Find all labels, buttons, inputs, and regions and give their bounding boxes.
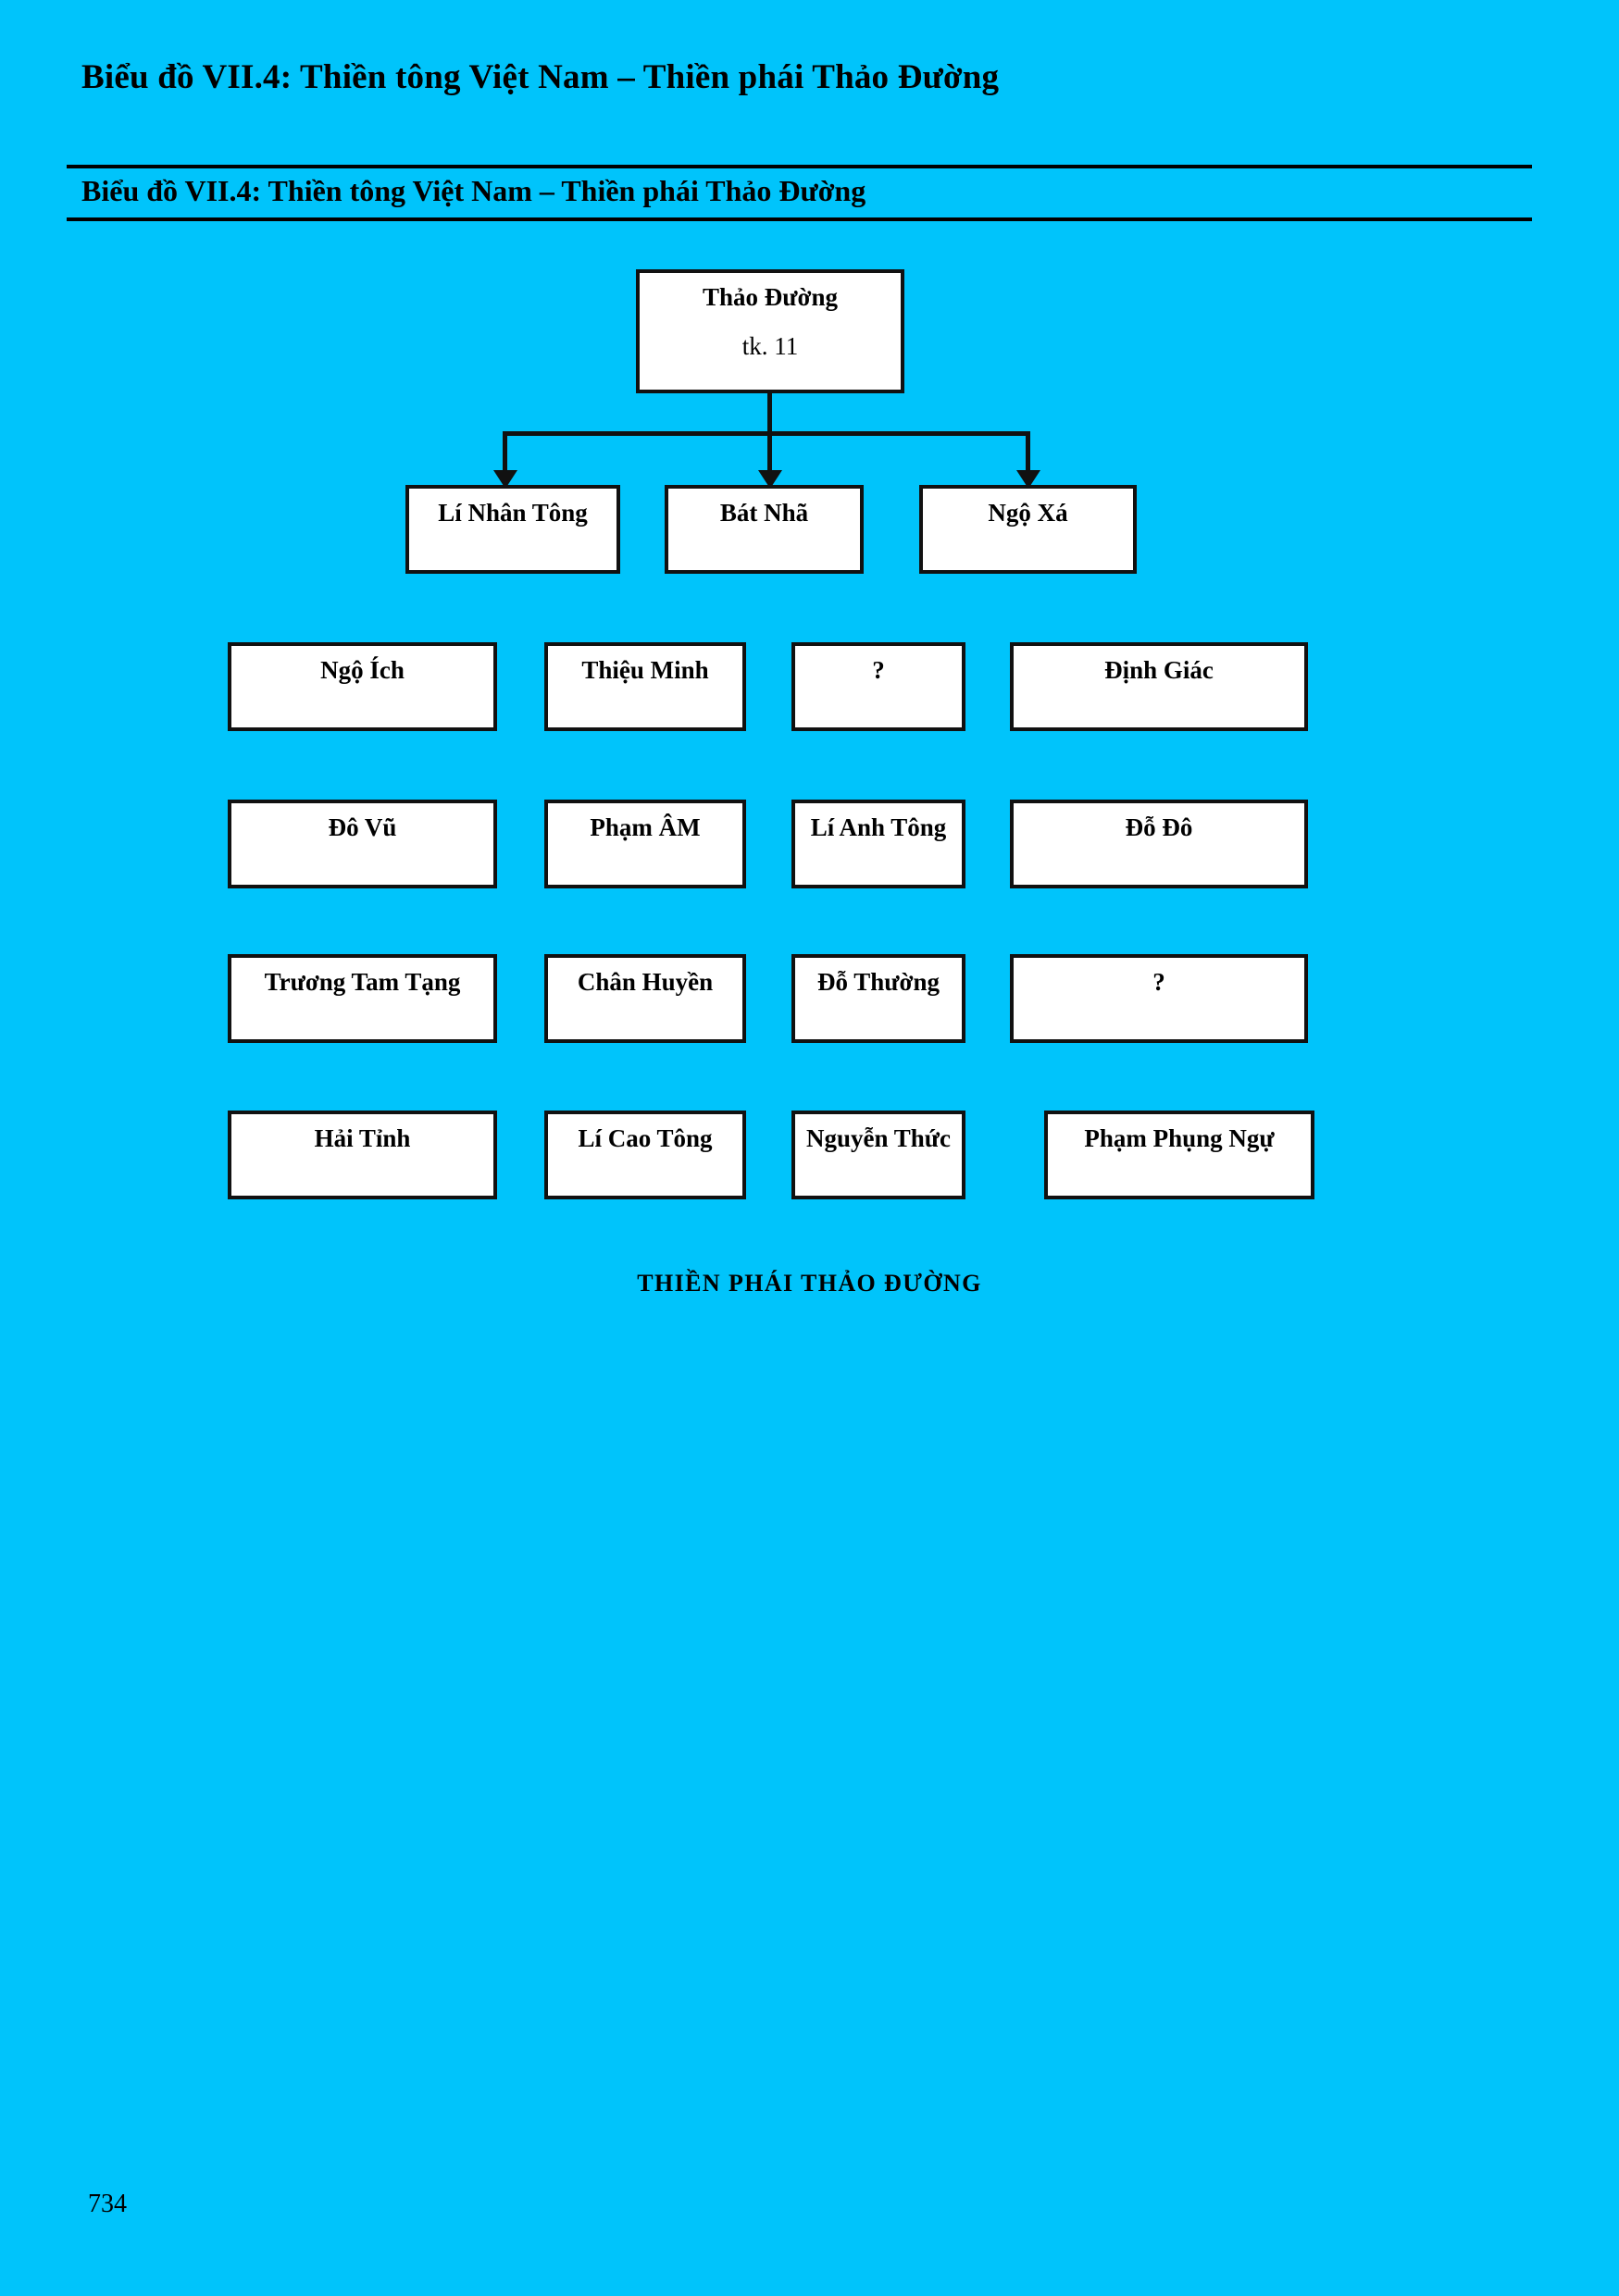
node-label: Lí Cao Tông — [578, 1124, 713, 1152]
node-g3-c1[interactable]: Đô Vũ — [228, 800, 497, 888]
node-g5-c1[interactable]: Hải Tỉnh — [228, 1111, 497, 1199]
node-g3-c3[interactable]: Lí Anh Tông — [791, 800, 965, 888]
node-label: Định Giác — [1104, 656, 1214, 684]
node-g2-c3[interactable]: ? — [791, 642, 965, 731]
connector-root-stem — [767, 393, 772, 434]
node-g4-c2[interactable]: Chân Huyền — [544, 954, 746, 1043]
connector-drop-1 — [503, 431, 507, 473]
node-label: Chân Huyền — [577, 968, 714, 996]
node-g5-c2[interactable]: Lí Cao Tông — [544, 1111, 746, 1199]
node-g5-c4[interactable]: Phạm Phụng Ngự — [1044, 1111, 1314, 1199]
node-g4-c3[interactable]: Đỗ Thường — [791, 954, 965, 1043]
node-g5-c3[interactable]: Nguyễn Thức — [791, 1111, 965, 1199]
node-g1-c2[interactable]: Bát Nhã — [665, 485, 864, 574]
node-g2-c1[interactable]: Ngộ Ích — [228, 642, 497, 731]
node-label: Thiệu Minh — [581, 656, 709, 684]
node-label: Phạm ÂM — [590, 813, 701, 841]
node-label: Ngộ Xá — [988, 499, 1068, 527]
node-g1-c1[interactable]: Lí Nhân Tông — [405, 485, 620, 574]
node-label: Hải Tỉnh — [314, 1124, 411, 1152]
node-label: Bát Nhã — [719, 499, 809, 527]
node-g2-c2[interactable]: Thiệu Minh — [544, 642, 746, 731]
node-g3-c4[interactable]: Đỗ Đô — [1010, 800, 1308, 888]
node-root-label: Thảo Đường — [703, 283, 838, 311]
node-label: Lí Anh Tông — [810, 813, 947, 841]
node-label: Đỗ Thường — [817, 968, 940, 996]
node-g1-c3[interactable]: Ngộ Xá — [919, 485, 1137, 574]
connector-drop-2 — [767, 431, 772, 473]
page-number: 734 — [88, 2190, 127, 2218]
node-g4-c4[interactable]: ? — [1010, 954, 1308, 1043]
node-label: Phạm Phụng Ngự — [1084, 1124, 1275, 1152]
header-divider-bottom — [67, 217, 1532, 221]
arrow-head-3 — [1016, 470, 1040, 489]
arrow-head-1 — [493, 470, 517, 489]
page-title: Biểu đồ VII.4: Thiền tông Việt Nam – Thi… — [81, 58, 1000, 96]
node-root-sublabel: tk. 11 — [741, 332, 799, 360]
node-label: Trương Tam Tạng — [264, 968, 461, 996]
connector-drop-3 — [1026, 431, 1030, 473]
node-g4-c1[interactable]: Trương Tam Tạng — [228, 954, 497, 1043]
node-label: ? — [1152, 968, 1165, 996]
node-g2-c4[interactable]: Định Giác — [1010, 642, 1308, 731]
node-label: Ngộ Ích — [320, 656, 405, 684]
node-label: ? — [872, 656, 885, 684]
node-label: Nguyễn Thức — [806, 1124, 951, 1152]
lineage-diagram: Thảo Đường tk. 11 Lí Nhân Tông Bát Nhã N… — [228, 269, 1314, 1297]
node-label: Đô Vũ — [328, 813, 397, 841]
connector-horizontal-bus — [503, 431, 1030, 436]
node-label: Đỗ Đô — [1125, 813, 1193, 841]
node-root-thao-duong[interactable]: Thảo Đường tk. 11 — [636, 269, 904, 393]
node-label: Lí Nhân Tông — [438, 499, 588, 527]
arrow-head-2 — [758, 470, 782, 489]
diagram-caption: THIỀN PHÁI THẢO ĐƯỜNG — [637, 1270, 982, 1297]
running-head: Biểu đồ VII.4: Thiền tông Việt Nam – Thi… — [81, 174, 866, 207]
header-divider-top — [67, 165, 1532, 168]
node-g3-c2[interactable]: Phạm ÂM — [544, 800, 746, 888]
